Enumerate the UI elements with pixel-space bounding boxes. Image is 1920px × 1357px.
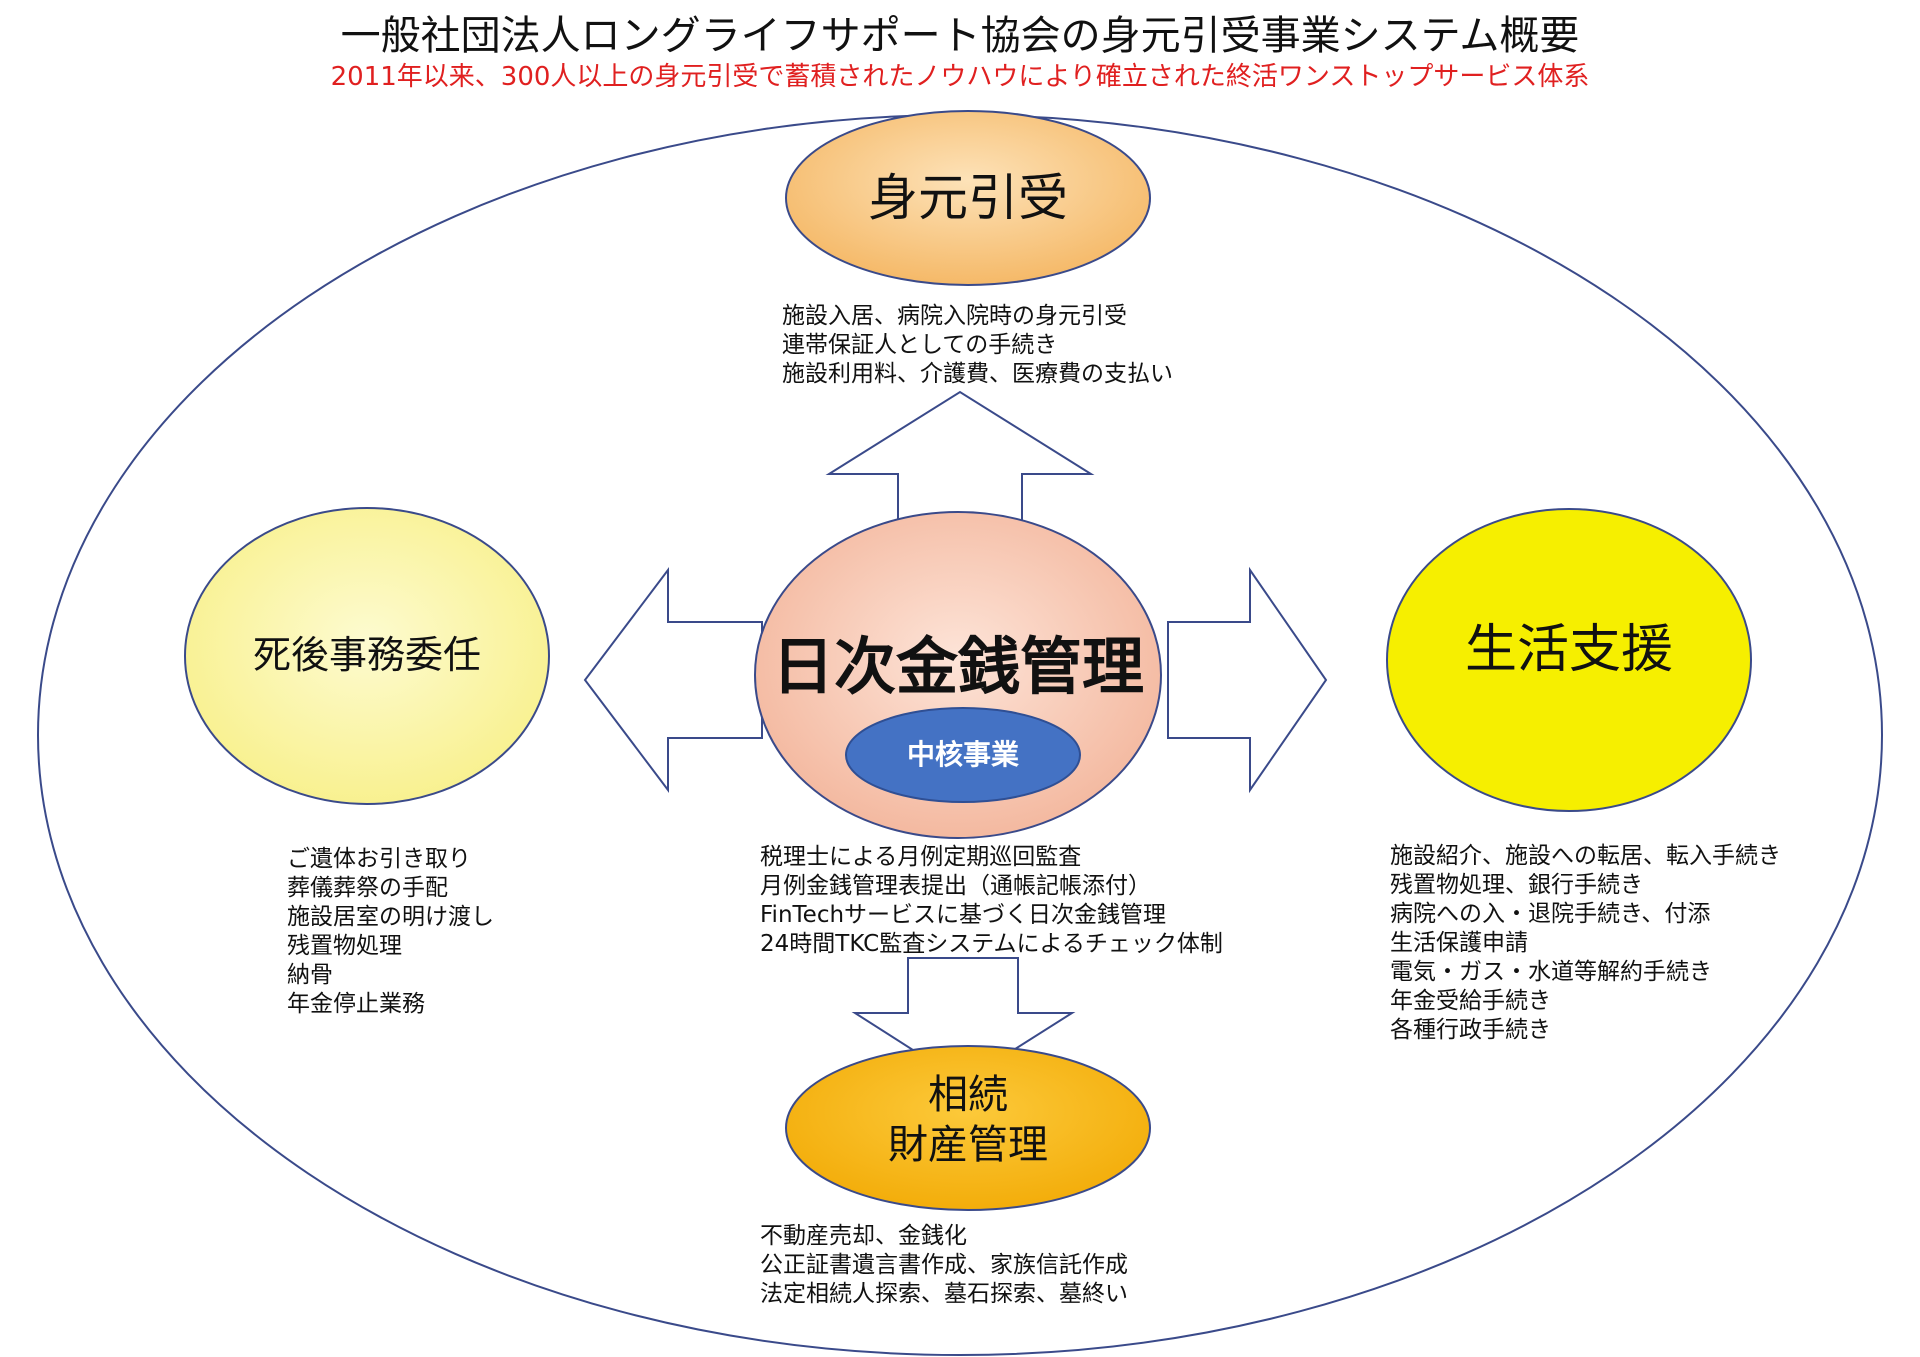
list-item: 24時間TKC監査システムによるチェック体制	[760, 931, 1223, 957]
list-item: 電気・ガス・水道等解約手続き	[1390, 959, 1712, 985]
list-item: 残置物処理、銀行手続き	[1390, 872, 1643, 898]
core-business-ellipse	[845, 707, 1081, 803]
bottom-node-ellipse	[785, 1045, 1151, 1211]
list-item: 施設居室の明け渡し	[287, 904, 494, 930]
right-node-label: 生活支援	[1464, 620, 1673, 680]
bottom-node-label-line1: 相続	[928, 1072, 1008, 1118]
list-item: FinTechサービスに基づく日次金銭管理	[760, 902, 1167, 928]
top-node-ellipse	[785, 110, 1151, 286]
list-item: 年金受給手続き	[1390, 988, 1551, 1014]
list-item: 各種行政手続き	[1390, 1017, 1551, 1043]
list-item: 公正証書遺言書作成、家族信託作成	[760, 1252, 1128, 1278]
list-item: 連帯保証人としての手続き	[782, 332, 1058, 358]
bottom-node-label: 相続 財産管理	[786, 1070, 1150, 1170]
bottom-items-list: 不動産売却、金銭化 公正証書遺言書作成、家族信託作成 法定相続人探索、墓石探索、…	[760, 1222, 1128, 1309]
list-item: 病院への入・退院手続き、付添	[1390, 901, 1711, 927]
arrow-down-icon	[851, 957, 1076, 1084]
diagram-title: 一般社団法人ロングライフサポート協会の身元引受事業システム概要	[340, 13, 1580, 59]
list-item: 葬儀葬祭の手配	[287, 875, 448, 901]
top-items-list: 施設入居、病院入院時の身元引受 連帯保証人としての手続き 施設利用料、介護費、医…	[782, 302, 1173, 389]
list-item: 施設利用料、介護費、医療費の支払い	[782, 361, 1173, 387]
center-items-list: 税理士による月例定期巡回監査 月例金銭管理表提出（通帳記帳添付） FinTech…	[760, 843, 1223, 959]
list-item: 施設入居、病院入院時の身元引受	[782, 303, 1127, 329]
list-item: 不動産売却、金銭化	[760, 1223, 967, 1249]
list-item: 月例金銭管理表提出（通帳記帳添付）	[760, 873, 1151, 899]
diagram-subtitle: 2011年以来、300人以上の身元引受で蓄積されたノウハウにより確立された終活ワ…	[330, 62, 1590, 92]
list-item: 納骨	[287, 962, 333, 988]
right-items-list: 施設紹介、施設への転居、転入手続き 残置物処理、銀行手続き 病院への入・退院手続…	[1390, 842, 1781, 1045]
list-item: 残置物処理	[287, 933, 402, 959]
right-node-ellipse	[1386, 508, 1752, 812]
list-item: 法定相続人探索、墓石探索、墓終い	[760, 1281, 1128, 1307]
list-item: 施設紹介、施設への転居、転入手続き	[1390, 843, 1781, 869]
top-node-label: 身元引受	[868, 169, 1068, 227]
list-item: ご遺体お引き取り	[287, 846, 471, 872]
center-node-label: 日次金銭管理	[771, 630, 1144, 703]
list-item: 年金停止業務	[287, 991, 425, 1017]
list-item: 生活保護申請	[1390, 930, 1528, 956]
bottom-node-label-line2: 財産管理	[888, 1122, 1048, 1168]
arrow-right-icon	[1167, 566, 1328, 794]
core-business-label: 中核事業	[906, 738, 1019, 771]
left-items-list: ご遺体お引き取り 葬儀葬祭の手配 施設居室の明け渡し 残置物処理 納骨 年金停止…	[287, 845, 494, 1019]
list-item: 税理士による月例定期巡回監査	[760, 844, 1082, 870]
arrow-left-icon-shape	[583, 567, 763, 793]
left-node-ellipse	[184, 507, 550, 805]
left-node-label: 死後事務委任	[252, 633, 481, 677]
